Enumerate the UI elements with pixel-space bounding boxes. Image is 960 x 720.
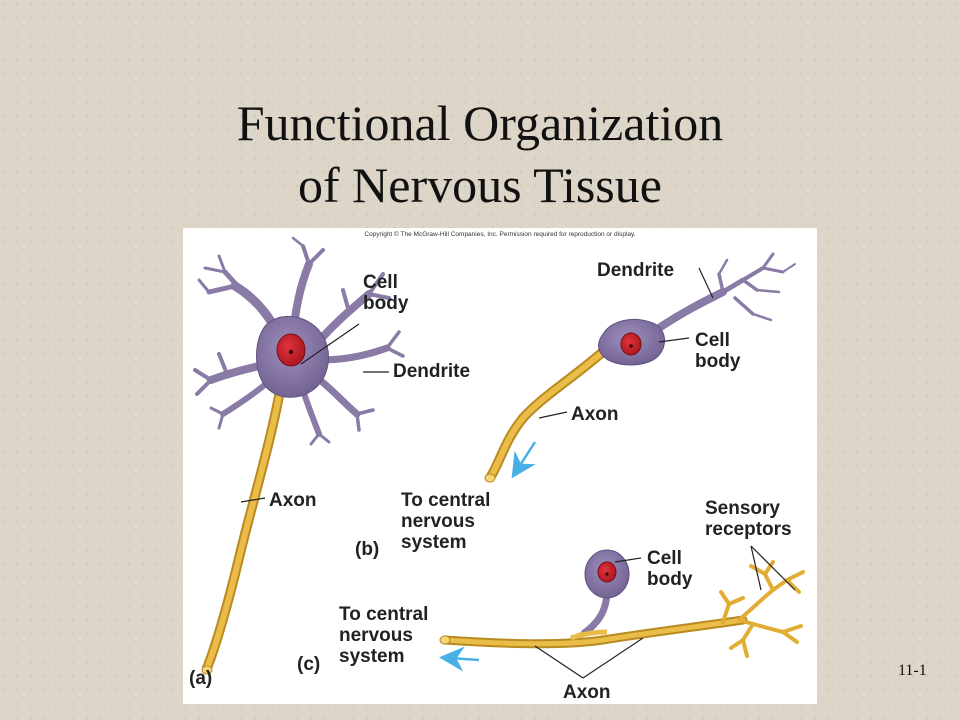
page-number: 11-1 [898,662,927,679]
neuron-a [193,236,405,675]
slide-title: Functional Organization of Nervous Tissu… [0,92,960,216]
label-c-cns: To central nervous system [339,604,429,667]
label-b-axon: Axon [571,404,619,425]
neuron-figure: Copyright © The McGraw-Hill Companies, I… [183,228,817,704]
label-c-sensory-receptors: Sensory receptors [705,498,792,540]
neuron-c [439,545,805,679]
direction-arrow-b [511,441,537,479]
neuron-b [484,252,796,483]
nucleus-c [597,561,617,583]
neuron-illustration [193,236,805,679]
label-b-cell-body: Cell body [695,330,741,372]
label-b-cns: To central nervous system [401,490,491,553]
title-line-1: Functional Organization [236,95,724,151]
nucleus-b [620,332,642,356]
label-c-axon: Axon [563,682,611,703]
label-b-tag: (b) [355,539,380,560]
label-c-cell-body: Cell body [647,548,693,590]
label-a-dendrite: Dendrite [393,361,471,382]
direction-arrow-c [439,646,480,672]
label-a-tag: (a) [189,668,213,689]
copyright-notice: Copyright © The McGraw-Hill Companies, I… [364,231,636,238]
title-line-2: of Nervous Tissue [298,157,662,213]
label-a-axon: Axon [269,490,317,511]
label-c-tag: (c) [297,654,321,675]
label-a-cell-body: Cell body [363,272,409,314]
label-b-dendrite: Dendrite [597,260,675,281]
